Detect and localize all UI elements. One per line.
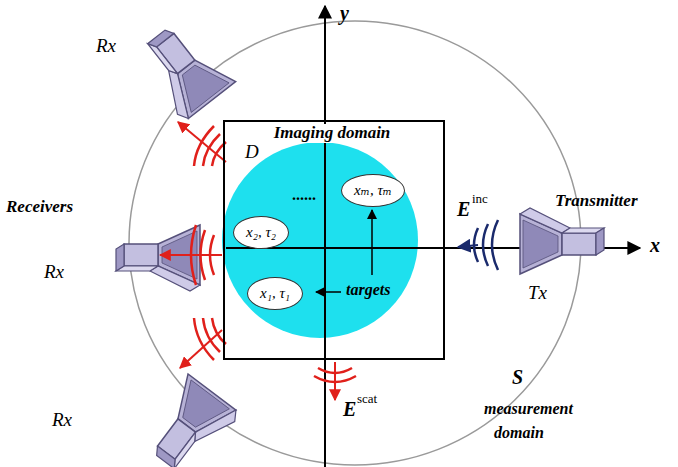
target-label: x₂, τ₂	[246, 224, 276, 241]
domain-symbol: D	[245, 142, 259, 163]
region-label: S	[512, 366, 523, 388]
field-superscript: inc	[472, 192, 488, 206]
region-label: domain	[494, 424, 544, 442]
axis-label: y	[340, 2, 349, 24]
receiver-horn	[116, 225, 200, 291]
axis-label: x	[650, 234, 660, 256]
box-title: Imaging domain	[272, 124, 393, 143]
callout-label: targets	[346, 281, 390, 299]
target-label: x₁, τ₁	[260, 285, 290, 302]
incident-arrow	[458, 245, 478, 247]
transmitter-horn	[520, 208, 604, 274]
receiver-horn	[132, 15, 236, 122]
object-region	[222, 142, 418, 338]
target-ellipse: x₁, τ₁	[247, 277, 303, 310]
device-label: Rx	[52, 410, 72, 431]
ellipsis: ......	[292, 186, 316, 204]
targets-pointers	[316, 210, 372, 292]
device-label: Receivers	[6, 198, 73, 217]
field-symbol: E	[457, 198, 470, 220]
y-axis	[324, 6, 326, 467]
device-label: Rx	[44, 262, 64, 283]
receiver-horn	[137, 374, 240, 467]
target-ellipse: x₂, τ₂	[233, 216, 289, 249]
device-label: Tx	[528, 283, 547, 304]
region-label: measurement	[484, 400, 573, 418]
target-ellipse: xₘ, τₘ	[341, 174, 405, 207]
device-label: Rx	[96, 36, 116, 57]
device-label: Transmitter	[555, 192, 638, 211]
field-symbol: E	[343, 398, 356, 420]
target-label: xₘ, τₘ	[354, 182, 392, 199]
field-superscript: scat	[357, 392, 377, 406]
imaging-domain-box: Imaging domainDx₂, τ₂ xₘ, τₘ x₁, τ₁	[223, 120, 445, 360]
